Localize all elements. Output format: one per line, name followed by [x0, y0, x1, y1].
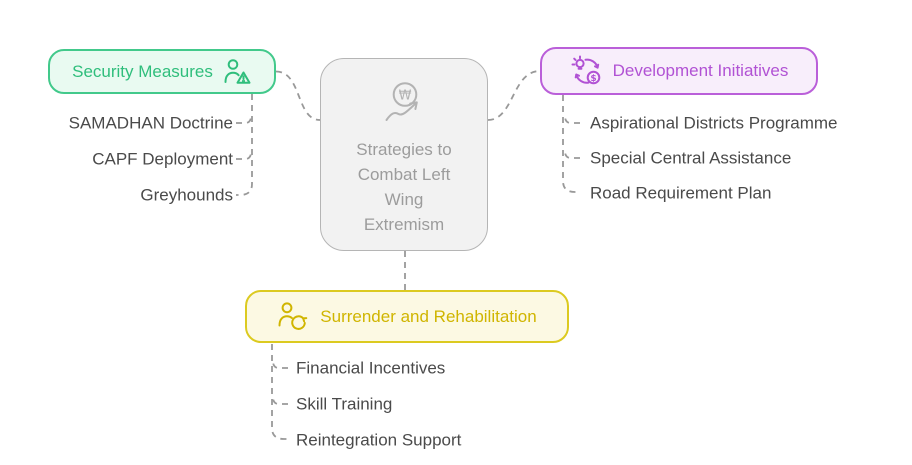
idea-to-money-icon: $	[570, 54, 604, 88]
branch-surrender-rehabilitation-label: Surrender and Rehabilitation	[320, 306, 537, 326]
center-node-title: Strategies to Combat Left Wing Extremism	[356, 140, 452, 234]
svg-text:$: $	[590, 74, 596, 84]
branch-development-initiatives-label: Development Initiatives	[612, 61, 789, 80]
leaf-samadhan-doctrine: SAMADHAN Doctrine	[68, 113, 233, 133]
leaf-skill-training: Skill Training	[296, 394, 393, 414]
center-node: ₩ Strategies to Combat Left Wing Extremi…	[320, 58, 488, 251]
svg-text:₩: ₩	[399, 89, 412, 104]
person-alert-icon	[222, 57, 252, 87]
leaf-road-requirement-plan: Road Requirement Plan	[590, 183, 772, 203]
leaf-greyhounds: Greyhounds	[140, 185, 233, 205]
leaf-aspirational-districts-programme: Aspirational Districts Programme	[590, 113, 838, 133]
won-currency-growth-icon: ₩	[380, 75, 428, 131]
branch-development-initiatives: $ Development Initiatives	[540, 47, 818, 95]
leaf-financial-incentives: Financial Incentives	[296, 358, 446, 378]
branch-surrender-rehabilitation: Surrender and Rehabilitation	[245, 290, 569, 343]
branch-security-measures-label: Security Measures	[72, 61, 213, 81]
leaf-capf-deployment: CAPF Deployment	[92, 149, 233, 169]
leaf-special-central-assistance: Special Central Assistance	[590, 148, 792, 168]
person-refresh-icon	[277, 300, 311, 334]
leaf-reintegration-support: Reintegration Support	[296, 430, 462, 450]
branch-security-measures: Security Measures	[48, 49, 276, 94]
